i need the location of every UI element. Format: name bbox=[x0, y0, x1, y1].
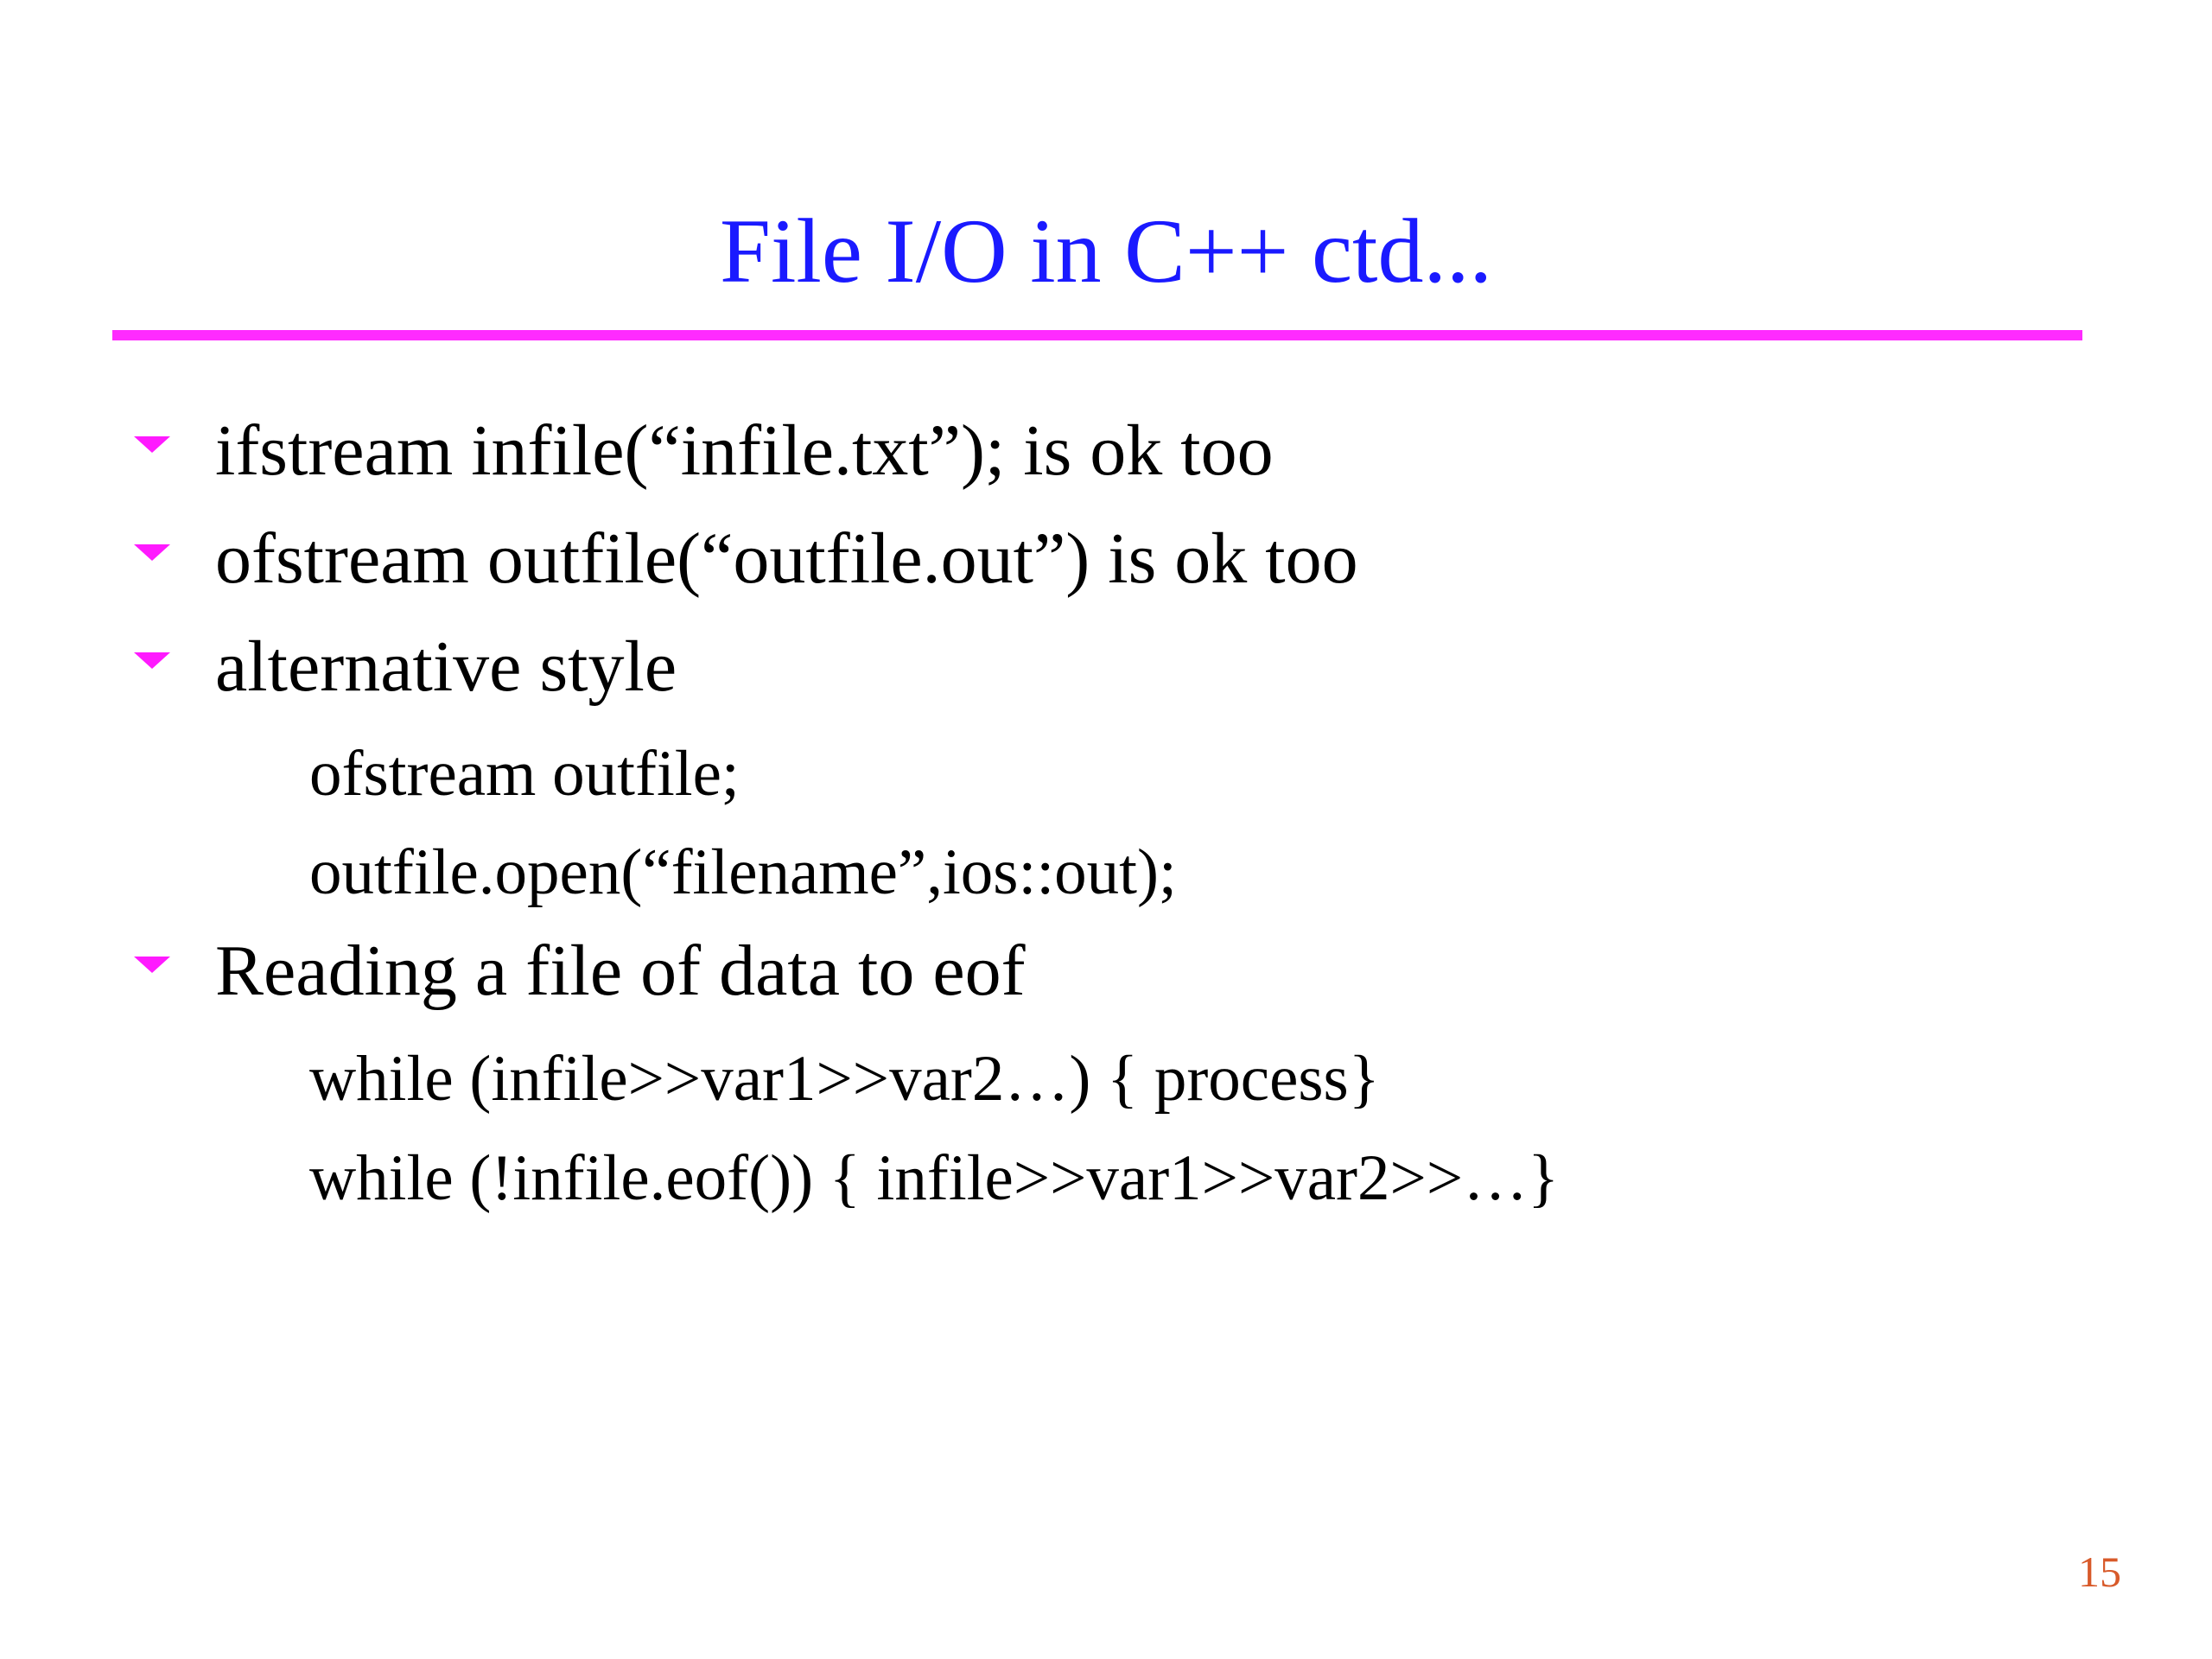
bullet-item: Reading a file of data to eof bbox=[134, 935, 1026, 1007]
bullet-item: alternative style bbox=[134, 631, 677, 703]
page-number: 15 bbox=[2078, 1548, 2121, 1596]
bullet-item: ifstream infile(“infile.txt”); is ok too bbox=[134, 415, 1274, 487]
code-line: ofstream outfile; bbox=[309, 738, 740, 810]
bullet-item: ofstream outfile(“outfile.out”) is ok to… bbox=[134, 523, 1358, 595]
code-line: outfile.open(“filename”,ios::out); bbox=[309, 836, 1177, 908]
bullet-text: alternative style bbox=[215, 626, 677, 707]
bullet-text: Reading a file of data to eof bbox=[215, 931, 1026, 1011]
bullet-text: ifstream infile(“infile.txt”); is ok too bbox=[215, 410, 1274, 491]
pink-down-triangle-icon bbox=[134, 435, 170, 453]
code-line: while (!infile.eof()) { infile>>var1>>va… bbox=[309, 1142, 1560, 1214]
pink-down-triangle-icon bbox=[134, 956, 170, 973]
pink-down-triangle-icon bbox=[134, 652, 170, 669]
slide-title: File I/O in C++ ctd... bbox=[720, 200, 1492, 302]
title-divider bbox=[112, 330, 2082, 340]
code-line: while (infile>>var1>>var2…) { process} bbox=[309, 1043, 1380, 1115]
pink-down-triangle-icon bbox=[134, 543, 170, 561]
bullet-text: ofstream outfile(“outfile.out”) is ok to… bbox=[215, 518, 1358, 599]
